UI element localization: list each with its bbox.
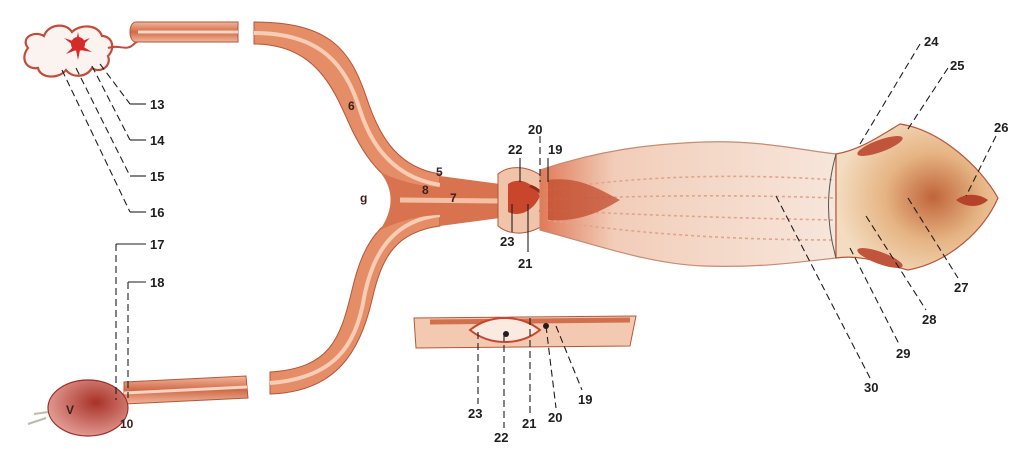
label-20-upper: 20: [528, 122, 542, 137]
label-13: 13: [150, 97, 164, 112]
upper-ovary: [24, 26, 148, 77]
label-27: 27: [954, 280, 968, 295]
uterine-body: [380, 172, 500, 230]
inline-7: 7: [450, 191, 457, 205]
label-30: 30: [864, 380, 878, 395]
label-21-lower: 21: [522, 416, 536, 431]
label-26: 26: [994, 120, 1008, 135]
vulva: [829, 124, 999, 272]
label-25: 25: [950, 58, 964, 73]
label-14: 14: [150, 133, 165, 148]
label-15: 15: [150, 169, 164, 184]
inline-9: g: [360, 191, 367, 205]
label-29: 29: [896, 346, 910, 361]
inline-5: 5: [436, 165, 443, 179]
upper-uterine-horn: [254, 22, 440, 196]
label-20-lower: 20: [548, 410, 562, 425]
label-22-upper: 22: [508, 142, 522, 157]
cervix-detail: [414, 316, 636, 348]
label-22-lower: 22: [494, 430, 508, 445]
inline-10: 10: [120, 417, 134, 431]
lower-ovary: [28, 380, 128, 436]
label-28: 28: [922, 312, 936, 327]
ovary-outline: [24, 26, 112, 77]
label-24: 24: [924, 34, 939, 49]
label-17: 17: [150, 237, 164, 252]
label-19-lower: 19: [578, 392, 592, 407]
inline-letters: 6 8 g 7 5 10 V: [66, 99, 457, 431]
label-21-upper: 21: [518, 256, 532, 271]
label-19-upper: 19: [548, 142, 562, 157]
lower-oviduct: [124, 376, 248, 404]
inline-6: 6: [348, 99, 355, 113]
label-16: 16: [150, 205, 164, 220]
inline-v: V: [66, 403, 74, 417]
inline-8: 8: [422, 183, 429, 197]
label-23-upper: 23: [500, 234, 514, 249]
label-18: 18: [150, 275, 164, 290]
lower-uterine-horn: [270, 204, 440, 394]
label-23-lower: 23: [468, 406, 482, 421]
upper-oviduct: [130, 22, 238, 42]
vagina: [540, 142, 836, 267]
